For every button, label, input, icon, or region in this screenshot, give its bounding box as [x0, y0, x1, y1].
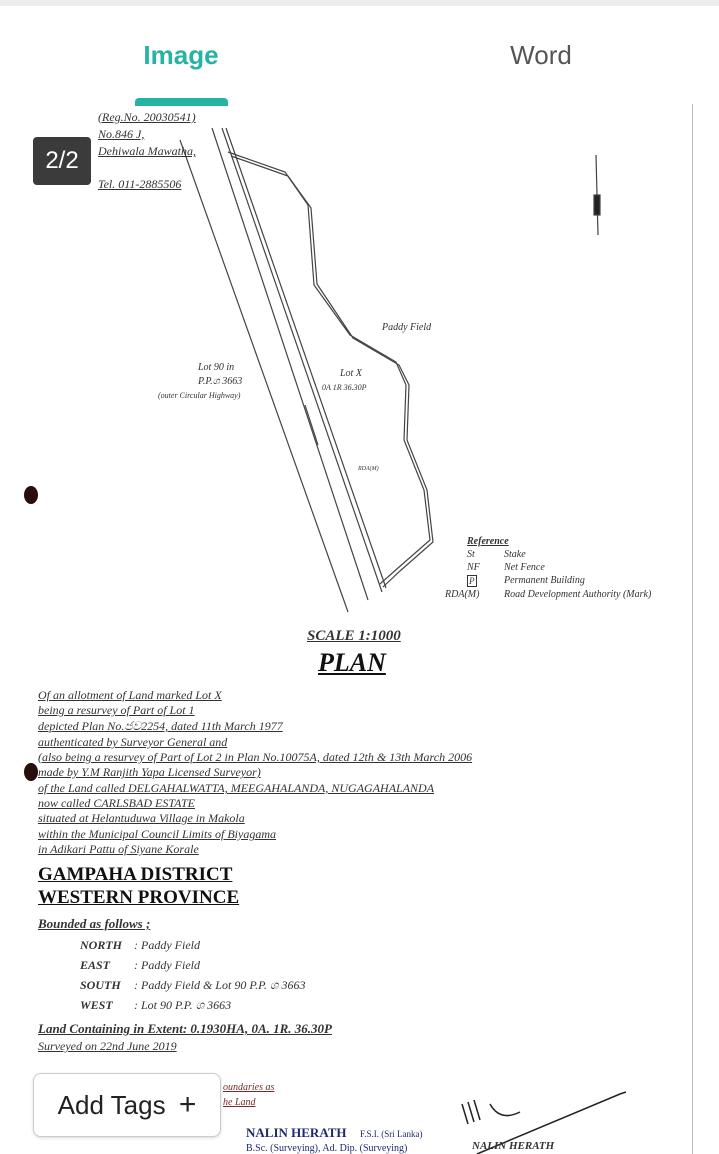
- map-highway: (outer Circular Highway): [158, 391, 241, 400]
- page-counter: 2/2: [33, 137, 91, 185]
- description-line: being a resurvey of Part of Lot 1: [38, 703, 195, 717]
- plan-title: PLAN: [318, 648, 386, 677]
- bound-dir: WEST: [80, 998, 113, 1012]
- survey-map: [179, 127, 601, 613]
- north-arrow-head: [593, 194, 601, 216]
- bounded-title: Bounded as follows ;: [38, 916, 151, 931]
- road-line: [225, 127, 387, 589]
- district: GAMPAHA DISTRICT: [38, 864, 233, 885]
- map-lot90: Lot 90 in: [198, 362, 235, 373]
- surveyor-title: F.S.I. (Sri Lanka): [360, 1129, 423, 1139]
- map-lot90-plan: P.P.ශ 3663: [198, 376, 243, 387]
- plus-icon: +: [178, 1088, 197, 1121]
- reference-code: St: [467, 549, 475, 560]
- document-image[interactable]: (Reg.No. 20030541) No.846 J, Dehiwala Ma…: [22, 104, 693, 1154]
- road-arrow: [304, 404, 319, 446]
- reference-desc: Net Fence: [504, 562, 545, 573]
- reference-title: Reference: [467, 536, 509, 547]
- description-line: in Adikari Pattu of Siyane Korale: [38, 842, 199, 856]
- description-line: depicted Plan No.ජව2254, dated 11th Marc…: [38, 719, 283, 733]
- surveyor-name: NALIN HERATH: [246, 1125, 347, 1140]
- scale: SCALE 1:1000: [307, 628, 401, 644]
- reference-code: NF: [467, 562, 480, 573]
- header-address1: No.846 J,: [98, 127, 145, 141]
- header-address2: Dehiwala Mawatha,: [98, 144, 196, 158]
- reference-desc: Permanent Building: [504, 575, 585, 586]
- bound-value: : Paddy Field & Lot 90 P.P. ශ 3663: [134, 978, 306, 992]
- description-line: situated at Helantuduwa Village in Makol…: [38, 811, 245, 825]
- bound-value: : Paddy Field: [134, 938, 200, 952]
- bound-value: : Lot 90 P.P. ශ 3663: [134, 998, 232, 1012]
- header-tel: Tel. 011-2885506: [98, 177, 182, 191]
- map-rda: RDA(M): [358, 466, 379, 472]
- reference-desc: Stake: [504, 549, 526, 560]
- map-paddy-field: Paddy Field: [382, 322, 432, 333]
- description-line: of the Land called DELGAHALWATTA, MEEGAH…: [38, 781, 435, 795]
- bound-value: : Paddy Field: [134, 958, 200, 972]
- note-line: oundaries as: [223, 1082, 275, 1093]
- bound-dir: SOUTH: [80, 978, 121, 992]
- add-tags-button[interactable]: Add Tags +: [33, 1073, 221, 1137]
- description-line: within the Municipal Council Limits of B…: [38, 827, 276, 841]
- header-reg: (Reg.No. 20030541): [98, 110, 196, 124]
- road-line: [221, 127, 383, 593]
- note-line: he Land: [223, 1097, 256, 1108]
- road-line: [179, 139, 349, 613]
- description-line: Of an allotment of Land marked Lot X: [38, 688, 222, 702]
- punch-hole: [24, 763, 38, 781]
- status-divider: [0, 0, 719, 6]
- map-lot-x-extent: 0A 1R 36.30P: [322, 383, 367, 392]
- road-line: [211, 127, 369, 601]
- signature: [461, 1091, 627, 1154]
- reference-code: RDA(M): [445, 589, 480, 600]
- reference-desc: Road Development Authority (Mark): [504, 589, 652, 600]
- map-lot-x: Lot X: [340, 368, 362, 379]
- surveyor-quals: B.Sc. (Surveying), Ad. Dip. (Surveying): [246, 1143, 408, 1154]
- tab-image[interactable]: Image: [143, 40, 219, 70]
- bound-dir: EAST: [80, 958, 111, 972]
- permanent-building-icon: P: [467, 575, 477, 588]
- extent: Land Containing in Extent: 0.1930HA, 0A.…: [38, 1021, 332, 1036]
- add-tags-label: Add Tags: [57, 1090, 166, 1120]
- province: WESTERN PROVINCE: [38, 887, 240, 908]
- tab-indicator: [135, 98, 228, 106]
- bound-dir: NORTH: [80, 938, 122, 952]
- description-line: (also being a resurvey of Part of Lot 2 …: [38, 750, 473, 764]
- punch-hole: [24, 486, 38, 504]
- description-line: authenticated by Surveyor General and: [38, 735, 228, 749]
- lot-boundary: [230, 155, 434, 588]
- surveyed-date: Surveyed on 22nd June 2019: [38, 1039, 177, 1053]
- tab-word[interactable]: Word: [510, 40, 572, 70]
- signature-name: NALIN HERATH: [472, 1140, 555, 1152]
- description-line: made by Y.M Ranjith Yapa Licensed Survey…: [38, 765, 261, 779]
- description-line: now called CARLSBAD ESTATE: [38, 796, 195, 810]
